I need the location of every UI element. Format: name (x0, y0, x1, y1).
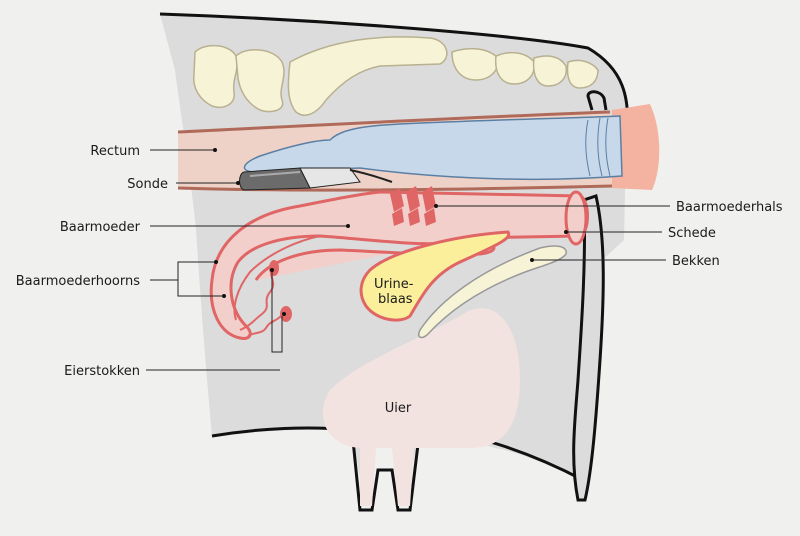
label-eierstokken: Eierstokken (64, 364, 140, 379)
label-urineblaas-2: blaas (378, 292, 413, 307)
pelvis-bone (417, 245, 567, 339)
uterus-horn-inner (233, 235, 321, 321)
label-schede: Schede (668, 226, 716, 241)
vertebrae (192, 36, 599, 116)
leaders (146, 148, 670, 371)
label-bekken: Bekken (672, 254, 720, 269)
label-uier: Uier (385, 401, 412, 416)
urinary-bladder (359, 230, 511, 322)
udder-left-teat (360, 448, 376, 506)
tail-hook (586, 90, 608, 111)
label-urineblaas-1: Urine- (374, 277, 414, 292)
label-sonde: Sonde (127, 177, 168, 192)
label-rectum: Rectum (90, 144, 140, 159)
label-baarmoederhoorns: Baarmoederhoorns (16, 274, 140, 289)
ovary-upper (269, 260, 279, 276)
glove-folds (585, 117, 611, 177)
glove-arm (243, 115, 623, 181)
body-outline-back (159, 12, 630, 143)
probe (239, 167, 393, 191)
vagina-end (564, 190, 588, 246)
udder-right-teat (392, 448, 414, 506)
label-baarmoederhals: Baarmoederhals (676, 200, 783, 215)
rectum-wall-top (177, 110, 611, 134)
rectum-wall-bottom (177, 184, 613, 192)
rear-skin (612, 104, 660, 190)
body-outline-belly (211, 426, 584, 512)
oviduct-lower (247, 311, 285, 337)
pelvis-spine (572, 194, 605, 502)
label-baarmoeder: Baarmoeder (60, 220, 141, 235)
cervix-rings (390, 186, 436, 226)
udder (322, 308, 520, 448)
